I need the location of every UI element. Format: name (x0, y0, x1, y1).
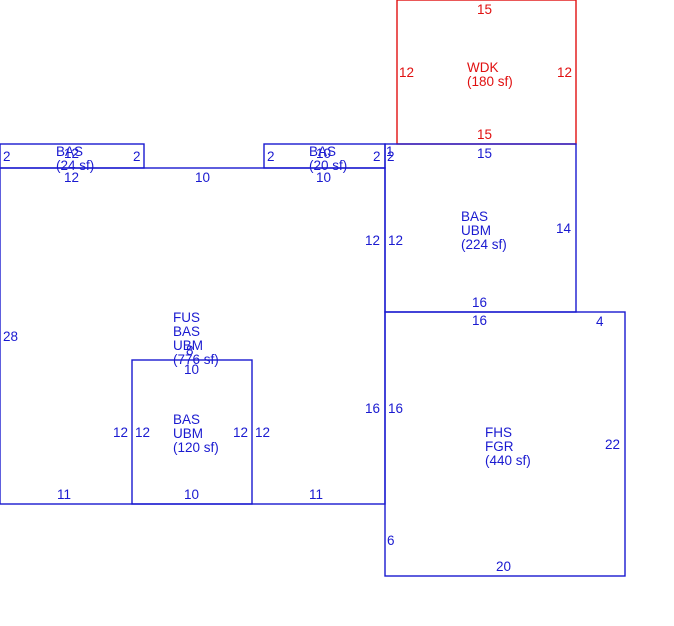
garage-right-dim: 22 (605, 437, 620, 452)
main-top-dim: 10 (195, 170, 210, 185)
inner-top-dim: 10 (184, 362, 199, 377)
upper-code1-label: BAS (461, 209, 488, 224)
upper-right-dim: 14 (556, 221, 572, 236)
upper-top-dim: 15 (477, 146, 492, 161)
main-bottom-left-dim: 11 (57, 487, 71, 502)
garage-code2-label: FGR (485, 439, 514, 454)
wdk-code-label: WDK (467, 60, 499, 75)
wdk-top-dim: 15 (477, 2, 492, 17)
main-right-upper-dim: 12 (365, 233, 380, 248)
main-code1-label: FUS (173, 310, 200, 325)
bump-right-code-label: BAS (309, 144, 336, 159)
main-code3-label: UBM (173, 338, 203, 353)
upper-area-label: (224 sf) (461, 237, 507, 252)
upper-bottom-dim: 16 (472, 295, 487, 310)
inner-right-outer-dim: 12 (255, 425, 270, 440)
garage-left-dim: 16 (388, 401, 403, 416)
main-right-lower-dim: 16 (365, 401, 380, 416)
bump-right-right-dim: 2 (373, 149, 381, 164)
inner-code2-label: UBM (173, 426, 203, 441)
garage-top-dim: 16 (472, 313, 487, 328)
bump-left-area-label: (24 sf) (56, 158, 94, 173)
main-overlap-label: 8 (186, 343, 194, 358)
bump-right-left-dim: 2 (267, 149, 275, 164)
bump-left-code-label: BAS (56, 144, 83, 159)
inner-left-outer-dim: 12 (113, 425, 128, 440)
main-bottom-right-dim: 11 (309, 487, 323, 502)
bump-right-bottom-dim: 10 (316, 170, 331, 185)
bump-left-top-dim: 12 (64, 146, 79, 161)
wdk-left-dim: 12 (399, 65, 414, 80)
garage-fhs-fgr-outline (384, 311, 626, 577)
garage-area-label: (440 sf) (485, 453, 531, 468)
bump-right-area-label: (20 sf) (309, 158, 347, 173)
inner-bottom-dim: 10 (184, 487, 199, 502)
bump-left-right-dim: 2 (133, 149, 141, 164)
upper-left-inner-dim: 12 (388, 233, 403, 248)
main-code2-label: BAS (173, 324, 200, 339)
bump-left-left-dim: 2 (3, 149, 11, 164)
bump-left-bottom-dim: 12 (64, 170, 79, 185)
inner-bas-ubm-outline (131, 359, 253, 505)
inner-code1-label: BAS (173, 412, 200, 427)
garage-code1-label: FHS (485, 425, 512, 440)
wdk-bottom-dim: 15 (477, 127, 492, 142)
wdk-right-dim: 12 (557, 65, 572, 80)
garage-top-right-dim: 4 (596, 314, 604, 329)
bump-right-top-dim: 10 (316, 146, 331, 161)
inner-right-inner-dim: 12 (233, 425, 248, 440)
wdk-area-label: (180 sf) (467, 74, 513, 89)
garage-bottom-dim: 20 (496, 559, 511, 574)
main-left-dim: 28 (3, 329, 18, 344)
inner-area-label: (120 sf) (173, 440, 219, 455)
bump-right-corner-dim: 2 (387, 149, 395, 164)
garage-left-low-dim: 6 (387, 533, 395, 548)
upper-code2-label: UBM (461, 223, 491, 238)
stray-corner-label: 1 (386, 144, 394, 159)
inner-left-inner-dim: 12 (135, 425, 150, 440)
